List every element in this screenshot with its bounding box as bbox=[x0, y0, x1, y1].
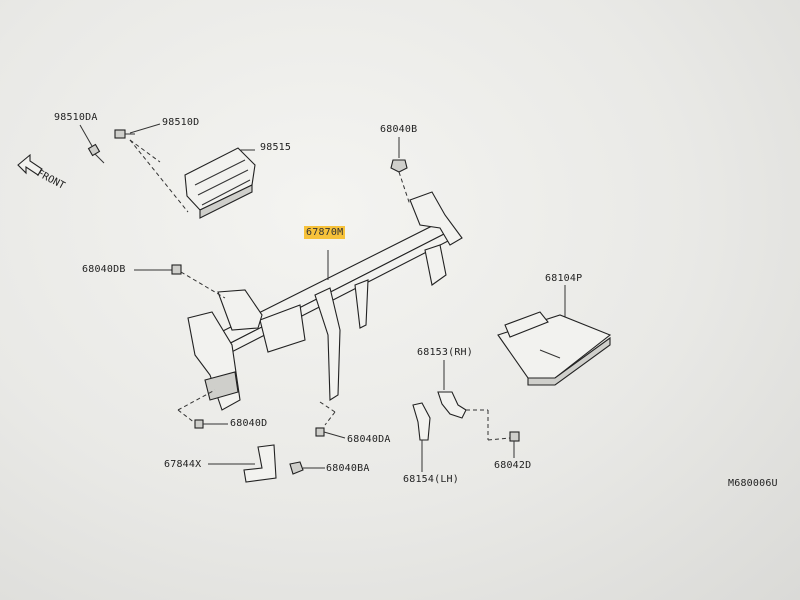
front-arrow-icon bbox=[17, 153, 43, 176]
label-68040D: 68040D bbox=[230, 418, 268, 429]
nut-68040BA bbox=[289, 461, 325, 475]
diagram-code: M680006U bbox=[728, 478, 778, 489]
label-68040DA: 68040DA bbox=[347, 434, 391, 445]
label-98515: 98515 bbox=[260, 142, 292, 153]
cover-68104P bbox=[497, 285, 612, 386]
airbag-module-98515 bbox=[184, 147, 256, 219]
label-68042D: 68042D bbox=[494, 460, 532, 471]
bolt-68040DA bbox=[315, 401, 346, 439]
label-68040BA: 68040BA bbox=[326, 463, 370, 474]
label-98510DA: 98510DA bbox=[54, 112, 98, 123]
label-67870M-highlighted: 67870M bbox=[304, 226, 346, 239]
cross-car-beam-67870M bbox=[187, 191, 463, 411]
label-67844X: 67844X bbox=[164, 459, 202, 470]
label-68040B: 68040B bbox=[380, 124, 418, 135]
bracket-68154-lh bbox=[412, 402, 431, 472]
bolt-68040D bbox=[177, 389, 228, 429]
screw-68042D bbox=[509, 431, 520, 458]
bolt-98510D bbox=[114, 123, 189, 213]
bracket-68153-rh bbox=[437, 360, 511, 441]
label-68154-lh: 68154(LH) bbox=[403, 474, 459, 485]
bolt-98510DA bbox=[79, 124, 105, 164]
label-68153-rh: 68153(RH) bbox=[417, 347, 473, 358]
nut-68040B bbox=[390, 137, 411, 206]
label-98510D: 98510D bbox=[162, 117, 200, 128]
bolt-68040DB bbox=[134, 264, 226, 299]
label-68040DB: 68040DB bbox=[82, 264, 126, 275]
label-68104P: 68104P bbox=[545, 273, 583, 284]
bracket-67844X bbox=[208, 444, 277, 483]
